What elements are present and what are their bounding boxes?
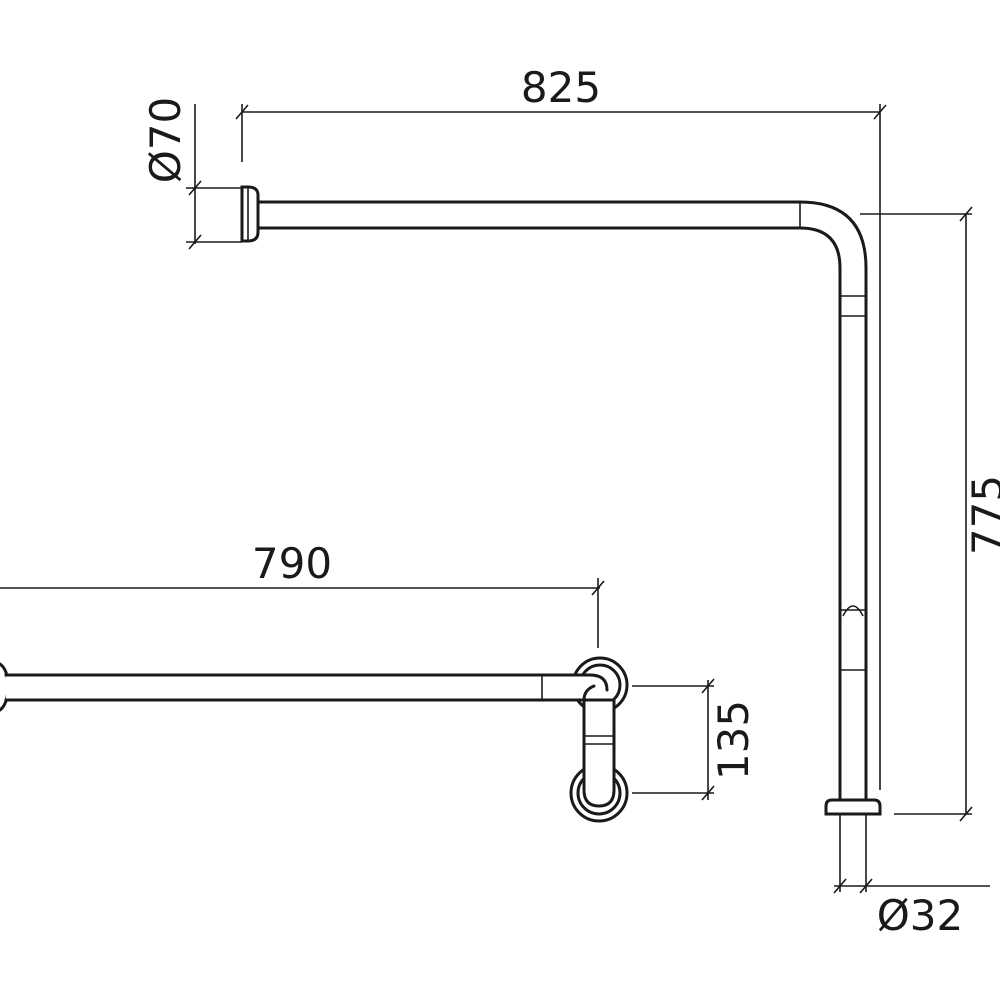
upper-round-flange	[4, 656, 629, 714]
left-wall-flange	[240, 185, 260, 243]
dimension-775: 775	[860, 206, 1000, 822]
dimension-790: 790	[0, 539, 605, 648]
dimension-tube-diameter-label: Ø32	[877, 891, 964, 940]
dimension-825-label: 825	[521, 63, 601, 112]
bent-tube	[256, 200, 868, 802]
floor-flange	[824, 798, 882, 816]
offset-grab-bar	[0, 656, 629, 823]
bottom-vertical-tube	[582, 684, 616, 808]
dimension-775-label: 775	[963, 475, 1000, 555]
dimension-flange-diameter: Ø70	[141, 97, 242, 250]
dimension-tube-diameter: Ø32	[833, 814, 990, 940]
dimension-825: 825	[235, 63, 887, 790]
dimension-135-label: 135	[709, 700, 758, 780]
l-shaped-grab-bar	[240, 185, 882, 816]
dimension-135: 135	[632, 678, 758, 801]
dimension-790-label: 790	[252, 539, 332, 588]
dimension-flange-diameter-label: Ø70	[141, 97, 190, 184]
